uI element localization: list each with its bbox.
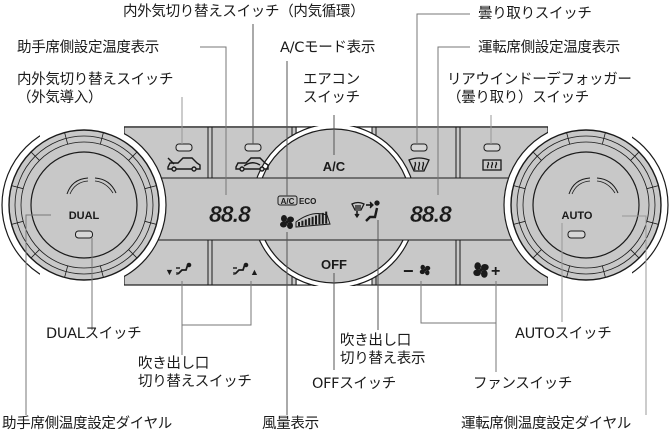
dial-knurl-tick [99,132,104,145]
vent-mode-up-button[interactable]: ▲ [233,262,259,277]
label-fan-switch: ファンスイッチ [473,376,573,392]
dial-knurl-tick [601,132,606,145]
vent-mode-display [351,200,380,222]
seat-airflow-icon [233,262,249,275]
fan-icon [473,262,489,278]
fan-up-button[interactable]: + [473,262,500,280]
dial-knurl-tick [11,220,24,225]
label-defog-switch: 曇り取りスイッチ [478,6,592,22]
dial-knurl-tick [30,249,40,259]
windshield-defrost-icon [408,157,430,172]
passenger-temp-dial[interactable]: DUAL [1,120,167,290]
label-dual-switch: DUALスイッチ [46,326,142,342]
rear-defrost-led [483,143,501,152]
label-vent-display-2: 切り替え表示 [340,351,426,367]
label-passenger-dial: 助手席側温度設定ダイヤル [2,416,172,432]
dial-knurl-tick [30,151,40,161]
dial-knurl-tick [630,151,640,161]
fan-level-bar [321,212,324,224]
label-fresh-air-switch-2: （外気導入） [17,90,103,106]
label-driver-temp-display: 運転席側設定温度表示 [478,40,620,56]
dial-knurl-tick [630,249,640,259]
label-fan-speed-display: 風量表示 [262,416,319,432]
dual-button-label[interactable]: DUAL [69,210,100,222]
fan-level-bar [311,216,314,225]
dial-knurl-tick [566,132,571,145]
label-ac-switch-1: エアコン [303,72,360,88]
seat-airflow-icon [176,262,192,275]
seat-airflow-icon [351,200,380,222]
label-driver-dial: 運転席側温度設定ダイヤル [461,416,631,432]
label-rear-defogger-2: （曇り取り）スイッチ [447,90,589,106]
dual-indicator-led [75,230,93,239]
ac-indicator-text: A/C [281,197,295,206]
dial-knurl-tick [64,132,69,145]
dial-knurl-tick [144,220,157,225]
dial-knurl-tick [128,249,138,259]
label-passenger-temp-display: 助手席側設定温度表示 [17,40,159,56]
fan-level-bar [325,211,328,224]
recirc-led [244,143,262,152]
driver-temp-readout: 88.8 [410,201,452,227]
front-defrost-led [410,143,428,152]
dial-knurl-tick [128,151,138,161]
auto-button-label[interactable]: AUTO [562,210,593,222]
fan-minus: − [403,261,414,281]
dial-knurl-tick [64,265,69,278]
fan-level-bar [298,222,300,226]
fan-level-bar [315,215,317,225]
fresh-air-button[interactable] [167,143,201,172]
dial-knurl-tick [646,185,659,190]
fan-plus: + [491,263,500,280]
label-vent-switch-2: 切り替えスイッチ [138,374,252,390]
rear-window-defrost-icon [482,159,502,171]
fan-level-bar [301,220,304,226]
dial-knurl-tick [532,151,542,161]
label-off-switch: OFFスイッチ [312,376,396,392]
down-arrow: ▼ [165,267,174,277]
dial-knurl-tick [646,220,659,225]
recirculation-button[interactable] [235,143,269,172]
eco-indicator-text: ECO [299,197,316,206]
rear-defrost-button[interactable] [482,143,502,171]
dial-knurl-tick [513,185,526,190]
dial-knurl-tick [11,185,24,190]
dial-knurl-tick [566,265,571,278]
dial-knurl-tick [532,249,542,259]
fan-icon [419,264,431,276]
label-rear-defogger-1: リアウインドーデフォッガー [447,72,632,88]
leader-lines [25,13,647,415]
fan-speed-display [280,211,331,229]
fan-level-bar [308,218,311,226]
fan-icon [280,215,294,229]
vent-mode-down-button[interactable]: ▼ [165,262,192,277]
up-arrow: ▲ [250,267,259,277]
fresh-air-led [175,143,193,152]
label-vent-display-1: 吹き出し口 [340,333,411,349]
label-vent-switch-1: 吹き出し口 [138,356,209,372]
fan-down-button[interactable]: − [403,261,431,281]
fan-level-bar [318,214,321,225]
passenger-temp-readout: 88.8 [209,201,251,227]
dial-knurl-tick [513,220,526,225]
dial-knurl-tick [99,265,104,278]
label-fresh-air-switch-1: 内外気切り替えスイッチ [17,72,174,88]
off-button[interactable]: OFF [321,257,347,272]
label-auto-switch: AUTOスイッチ [515,326,612,342]
fan-level-bar [304,219,307,226]
front-defrost-button[interactable] [408,143,430,172]
dial-knurl-tick [601,265,606,278]
fan-level-bars [295,211,331,228]
dial-knurl-tick [144,185,157,190]
car-fresh-air-icon [167,157,201,172]
auto-indicator-led [567,230,586,239]
ac-button[interactable]: A/C [323,159,346,174]
label-ac-mode-display: A/Cモード表示 [280,40,376,56]
car-recirculation-icon [235,157,269,172]
center-ac-off-button[interactable] [124,124,548,288]
label-recirc-switch: 内外気切り替えスイッチ（内気循環） [123,4,365,20]
label-ac-switch-2: スイッチ [303,90,360,106]
